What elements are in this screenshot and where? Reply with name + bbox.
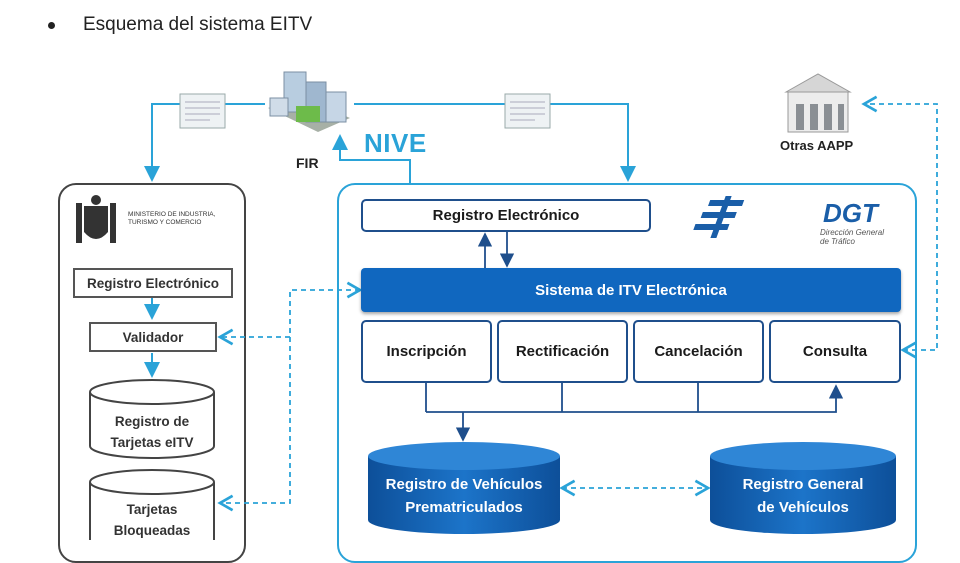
heading-text: Esquema del sistema EITV [83,14,313,35]
fir-buildings-icon [268,71,350,132]
validador-box: Validador [89,322,217,352]
dgt-logo-icon [693,196,745,238]
otras-aapp-building-icon [784,73,852,133]
db-tarjetas-label: Registro de Tarjetas eITV [90,411,214,453]
db-tarjetas-line2: Tarjetas eITV [110,435,194,450]
dgt-sub-line2: de Tráfico [820,237,855,246]
dgt-sub-line1: Dirección General [820,228,885,237]
module-inscripcion: Inscripción [361,320,492,383]
db-bloqueadas-line1: Tarjetas [126,502,178,517]
registro-sistema-arrows [477,232,515,268]
module-connections [425,383,844,442]
dgt-registro-electronico: Registro Electrónico [361,199,651,232]
db-prematriculados-line2: Prematriculados [405,499,523,516]
heading: Esquema del sistema EITV [48,14,312,36]
db-general-line2: de Vehículos [757,499,849,516]
db-prematriculados-label: Registro de Vehículos Prematriculados [368,473,560,519]
db-general-line1: Registro General [742,476,864,493]
module-consulta: Consulta [769,320,901,383]
db-bloqueadas-cylinder [89,469,215,540]
db-prematriculados-line1: Registro de Vehículos [385,476,543,493]
db-tarjetas-cylinder [89,379,215,459]
dgt-logo-name: DGT [823,198,878,228]
ministry-logo-text: MINISTERIO DE INDUSTRIA, TURISMO Y COMER… [128,211,216,226]
dgt-logo-subtitle: Dirección General de Tráfico [820,228,884,246]
db-tarjetas-line1: Registro de [114,414,190,429]
bullet-icon [48,21,55,29]
ministry-dgt-dashed-link [217,281,363,512]
document-icon [504,93,551,129]
fir-label: FIR [296,155,319,171]
module-cancelacion: Cancelación [633,320,764,383]
document-icon [179,93,226,129]
db-general-cylinder [710,442,896,534]
sistema-itv-bar: Sistema de ITV Electrónica [361,268,901,312]
fir-connections [144,103,636,183]
ministry-coat-of-arms-icon [76,195,116,243]
otras-aapp-connection [861,95,938,359]
connector-layer [76,71,938,540]
otras-aapp-label: Otras AAPP [780,138,854,153]
db-bloqueadas-label: Tarjetas Bloqueadas [90,499,214,541]
ministry-registro-electronico: Registro Electrónico [73,268,233,298]
nive-label: NIVE [364,128,427,158]
module-rectificacion: Rectificación [497,320,628,383]
db-bloqueadas-line2: Bloqueadas [113,523,191,538]
db-prematriculados-cylinder [368,442,560,534]
db-general-label: Registro General de Vehículos [710,473,896,519]
